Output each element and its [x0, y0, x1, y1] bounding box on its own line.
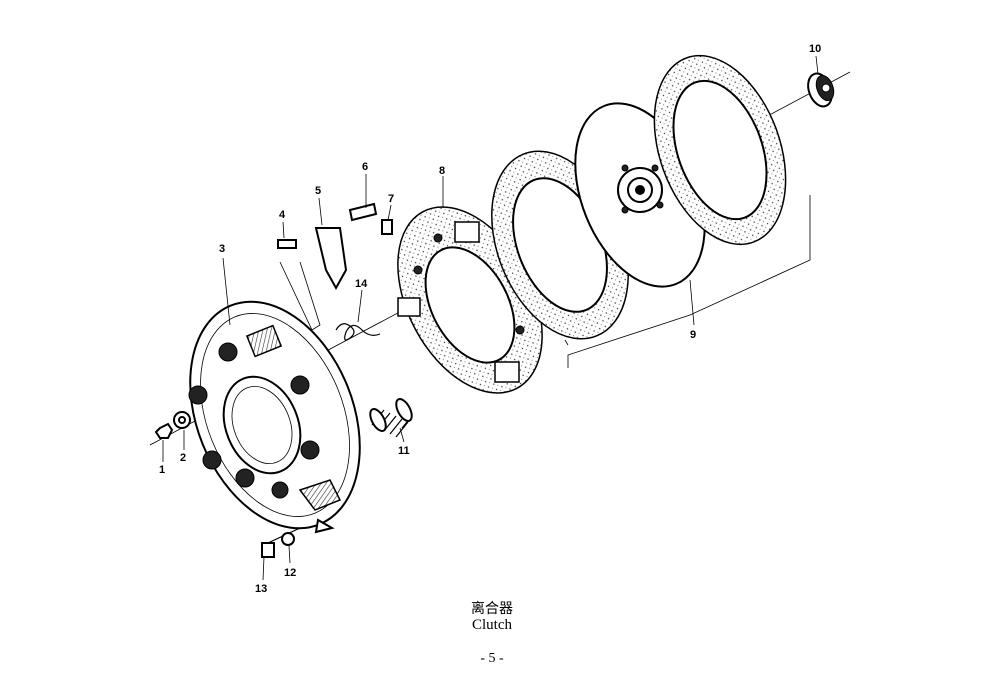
- friction-disc-rear: [653, 54, 787, 246]
- callout-5: 5: [315, 185, 321, 197]
- page-number: - 5 -: [480, 651, 504, 666]
- callout-9: 9: [690, 329, 696, 341]
- callout-2: 2: [180, 452, 186, 464]
- callout-labels: 1 2 3 4 5 6 7 8 9 10 11 12 13 14: [159, 43, 821, 595]
- callout-4: 4: [279, 209, 286, 221]
- nut-washer: [154, 411, 191, 439]
- clutch-housing: [188, 300, 361, 534]
- callout-8: 8: [439, 165, 445, 177]
- callout-1: 1: [159, 464, 165, 476]
- diagram-title-chinese: 离合器: [471, 601, 513, 617]
- callout-6: 6: [362, 161, 368, 173]
- spring-clip: [335, 323, 381, 341]
- callout-10: 10: [809, 43, 821, 55]
- callout-14: 14: [355, 278, 368, 290]
- callout-11: 11: [398, 445, 410, 457]
- release-lever-assembly: [277, 202, 393, 291]
- bolt-washer: [261, 527, 301, 558]
- callout-7: 7: [388, 193, 394, 205]
- callout-12: 12: [284, 567, 296, 579]
- part9-bracket: [564, 195, 811, 368]
- callout-13: 13: [255, 583, 267, 595]
- diagram-title-english: Clutch: [472, 617, 512, 633]
- leader-lines: [162, 55, 819, 581]
- release-bearing: [807, 72, 835, 108]
- coil-spring: [369, 398, 413, 438]
- callout-3: 3: [219, 243, 225, 255]
